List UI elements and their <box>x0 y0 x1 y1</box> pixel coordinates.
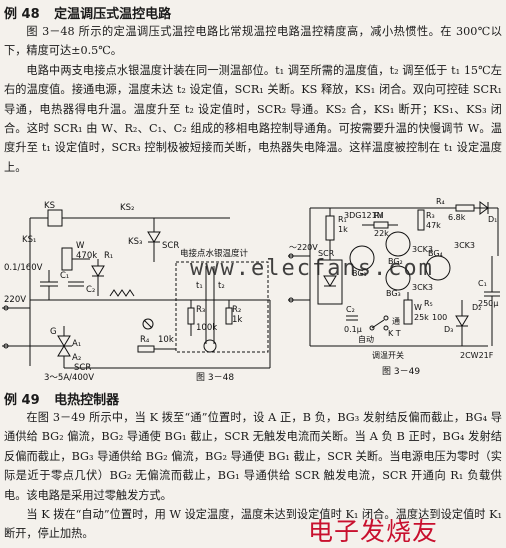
example49-heading: 例 49 电热控制器 <box>4 389 119 408</box>
label-t1: t₁ <box>196 281 203 291</box>
label-a2: A₂ <box>72 353 81 363</box>
example49-paragraph-2: 当 K 拨在“自动”位置时，用 W 设定温度，温度未达到设定值时 K₁ 闭合。温… <box>4 508 502 541</box>
label-ks2: KS₂ <box>120 203 134 213</box>
label-r4-value: 10k <box>158 335 174 345</box>
label-switch-name: 调温开关 <box>372 350 404 360</box>
figure-3-48-circuit: KS KS₁ KS₂ KS₃ W 470k SCR R₁ 0.1/160V C₁… <box>2 201 271 382</box>
label-ac: ～220V <box>289 243 318 252</box>
label-c1-value: 250μ <box>478 299 498 308</box>
example48-text: 图 3－48 所示的定温调压式温控电路比常规温控电路温控精度高，减小热惯性。在 … <box>4 22 502 177</box>
label-switch-kt: K T <box>388 329 401 338</box>
label-bg3: BG₃ <box>386 289 401 298</box>
label-scr-bottom-value: 3～5A/400V <box>44 373 94 382</box>
label-bg4: BG₄ <box>428 249 443 258</box>
label-bg3-type: 3CK3 <box>412 283 433 292</box>
example48-heading: 例 48 定温调压式温控电路 <box>4 3 171 22</box>
example49-paragraph-1: 在图 3－49 所示中，当 K 拨至“通”位置时，设 A 正，B 负，BG₃ 发… <box>4 411 502 502</box>
label-r4: R₄ <box>436 197 445 206</box>
example48-title: 定温调压式温控电路 <box>54 7 172 22</box>
label-r2: R₂ <box>232 305 241 315</box>
watermark-url: www.elecfans.com <box>190 256 434 281</box>
label-r2-value: 1k <box>232 315 242 325</box>
label-c2-value: 0.1μ <box>344 325 362 334</box>
figure-3-48-caption: 图 3－48 <box>196 372 234 382</box>
label-scr: SCR <box>318 249 335 258</box>
label-r3: R₃ <box>426 211 435 220</box>
label-r1: R₁ <box>104 251 113 261</box>
label-w-value: 25k <box>414 313 429 322</box>
label-w: W <box>414 303 422 312</box>
label-scr-bottom: SCR <box>74 363 91 373</box>
label-r4: R₄ <box>140 335 150 345</box>
example49-number: 例 49 <box>4 393 40 408</box>
label-g: G <box>50 327 57 337</box>
label-r1-value: 1k <box>338 225 348 234</box>
label-c1: C₁ <box>60 271 69 281</box>
label-r4-value: 6.8k <box>448 213 466 222</box>
label-bg2: BG₂ <box>388 257 403 266</box>
label-r2-value: 22k <box>374 229 389 238</box>
watermark-logo: 电子发烧友 <box>308 517 439 546</box>
label-c1: C₁ <box>478 279 487 288</box>
example48-paragraph-2: 电路中两支电接点水银温度计装在同一测温部位。t₁ 调至所需的温度值，t₂ 调至低… <box>4 63 502 174</box>
label-r2: R₂ <box>374 211 383 220</box>
label-r3-value: 100k <box>196 323 217 333</box>
label-d1: D₁ <box>488 215 497 224</box>
label-switch-on: 通 <box>392 316 400 326</box>
label-ks: KS <box>44 201 55 211</box>
figure-3-49-caption: 图 3－49 <box>382 366 420 377</box>
label-ks3: KS₃ <box>128 237 142 247</box>
label-d2: D₂ <box>472 303 481 312</box>
label-switch-auto: 自动 <box>358 334 374 344</box>
label-w: W <box>76 241 85 251</box>
label-d3: D₃ <box>444 325 453 334</box>
example48-paragraph-1: 图 3－48 所示的定温调压式温控电路比常规温控电路温控精度高，减小热惯性。在 … <box>4 25 502 58</box>
label-c1-value: 0.1/160V <box>4 263 43 273</box>
label-bg2-type: 3CK3 <box>412 245 433 254</box>
label-220v: 220V <box>4 295 26 305</box>
label-c2: C₂ <box>86 285 95 295</box>
label-scr-top: SCR <box>162 241 179 251</box>
label-thermometer: 电接点水银温度计 <box>180 248 249 259</box>
label-diode-type: 2CW21F <box>460 351 494 360</box>
label-r3-value: 47k <box>426 221 441 230</box>
figure-3-49-circuit: R₄ 6.8k D₁ R₁ 1k 3DG121M R₂ 22k R₃ 47k B… <box>288 197 500 377</box>
label-a1: A₁ <box>72 339 81 349</box>
label-r5-value: 100 <box>432 313 447 322</box>
example49-title: 电热控制器 <box>54 393 120 408</box>
label-r3: R₃ <box>196 305 205 315</box>
label-r5: R₅ <box>424 299 433 308</box>
label-t2: t₂ <box>218 281 225 291</box>
label-bg1: BG₁ <box>352 269 367 278</box>
label-bg4-type: 3CK3 <box>454 241 475 250</box>
label-ks1: KS₁ <box>22 235 36 245</box>
label-transistor: 3DG121M <box>344 211 384 220</box>
label-w-value: 470k <box>76 251 97 261</box>
label-c2: C₂ <box>346 305 355 314</box>
label-r1: R₁ <box>338 215 347 224</box>
example49-text: 在图 3－49 所示中，当 K 拨至“通”位置时，设 A 正，B 负，BG₃ 发… <box>4 408 502 544</box>
example48-number: 例 48 <box>4 7 40 22</box>
